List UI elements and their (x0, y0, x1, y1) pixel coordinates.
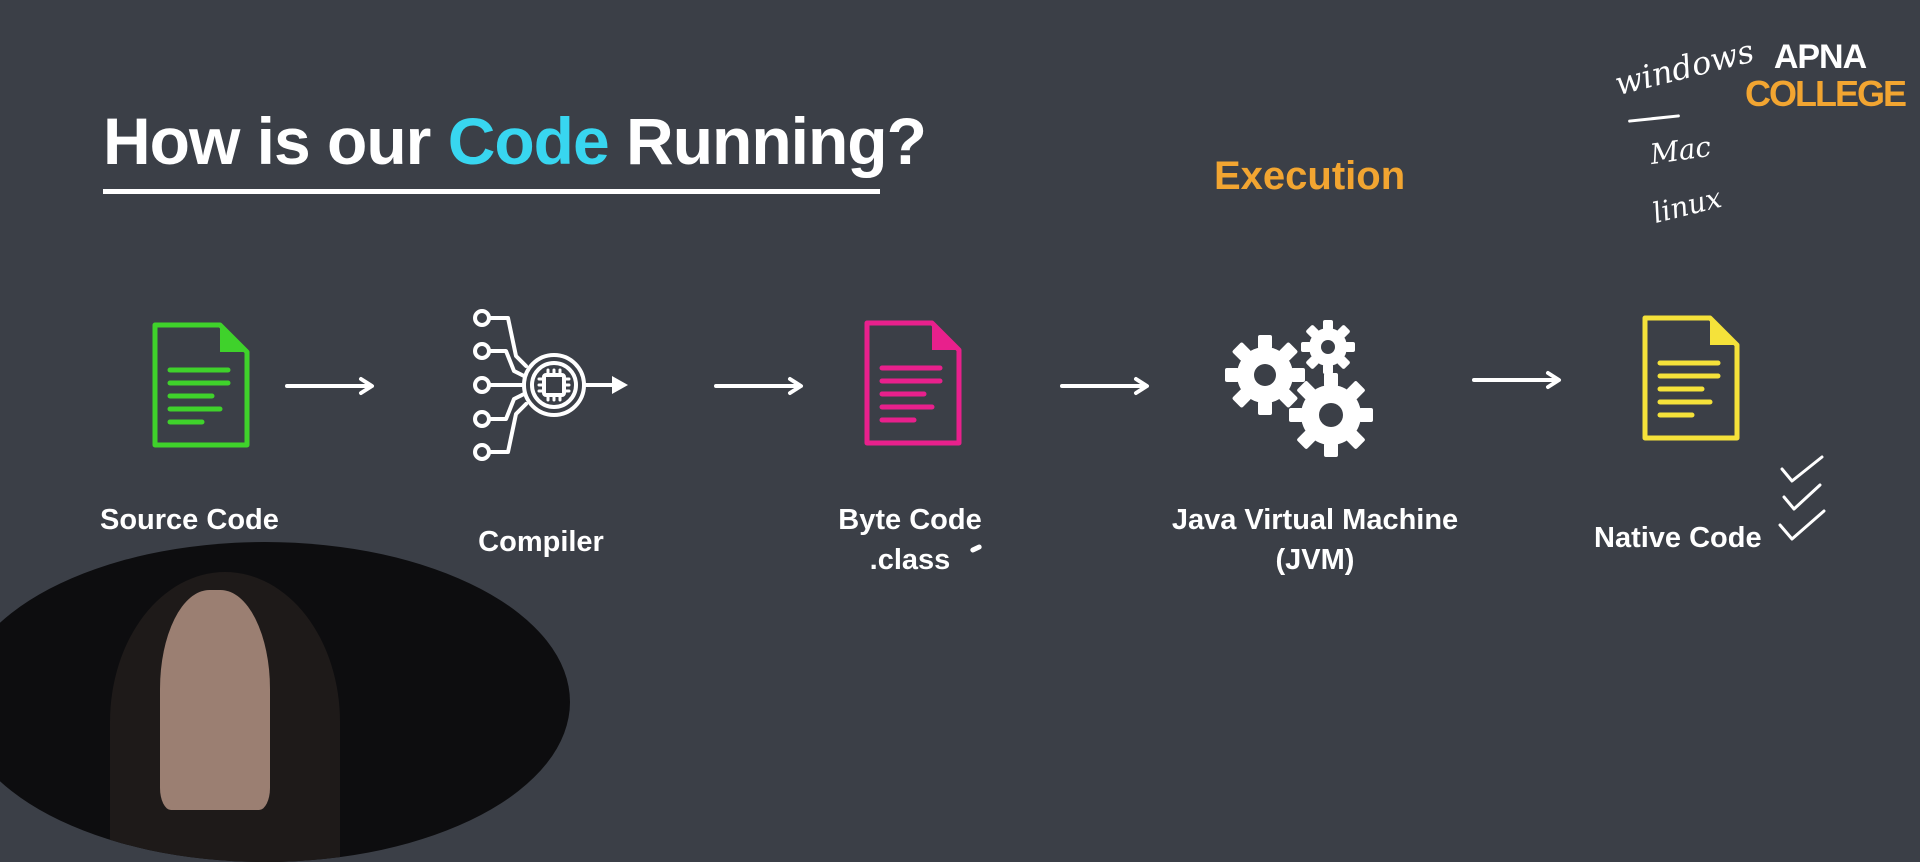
title-prefix: How is our (103, 104, 448, 178)
flow-arrow-1 (285, 377, 374, 395)
compiler-chip-icon (473, 309, 628, 461)
step-label-byte-code: Byte Code .class (810, 500, 1010, 580)
jvm-label: Java Virtual Machine (1171, 504, 1459, 536)
webcam-overlay (0, 542, 570, 862)
step-label-compiler: Compiler (441, 522, 641, 562)
source-code-label: Source Code (100, 504, 279, 536)
logo-line2: COLLEGE (1745, 73, 1907, 114)
flow-arrow-3 (1060, 377, 1149, 395)
byte-code-document-icon (864, 320, 962, 446)
byte-code-label: Byte Code (838, 504, 982, 536)
title-highlight: Code (447, 104, 610, 178)
native-code-label: Native Code (1594, 522, 1762, 554)
presenter-face (160, 590, 270, 810)
title-underline (103, 189, 880, 194)
gears-icon (1225, 320, 1373, 457)
annotation-windows: windows (1610, 31, 1758, 103)
windows-underline (1627, 114, 1681, 123)
annotation-mac: Mac (1648, 129, 1714, 172)
annotation-linux: linux (1649, 181, 1725, 230)
step-label-native-code: Native Code (1594, 518, 1784, 558)
logo-line1: APNA (1773, 38, 1867, 76)
jvm-sublabel: (JVM) (1275, 544, 1355, 576)
source-code-document-icon (152, 322, 250, 448)
native-code-document-icon (1642, 315, 1740, 441)
compiler-label: Compiler (478, 526, 604, 558)
slide-title: How is our Code Running? (103, 108, 927, 174)
title-suffix: Running? (608, 104, 927, 178)
execution-label: Execution (1214, 154, 1406, 198)
byte-code-sublabel: .class (869, 544, 951, 576)
step-label-source-code: Source Code (100, 500, 279, 540)
apna-college-logo: APNA COLLEGE (1745, 38, 1907, 114)
step-label-jvm: Java Virtual Machine (JVM) (1140, 500, 1490, 580)
flow-arrow-2 (714, 377, 803, 395)
flow-arrow-4 (1472, 371, 1561, 389)
checkmarks-icon (1778, 455, 1826, 541)
